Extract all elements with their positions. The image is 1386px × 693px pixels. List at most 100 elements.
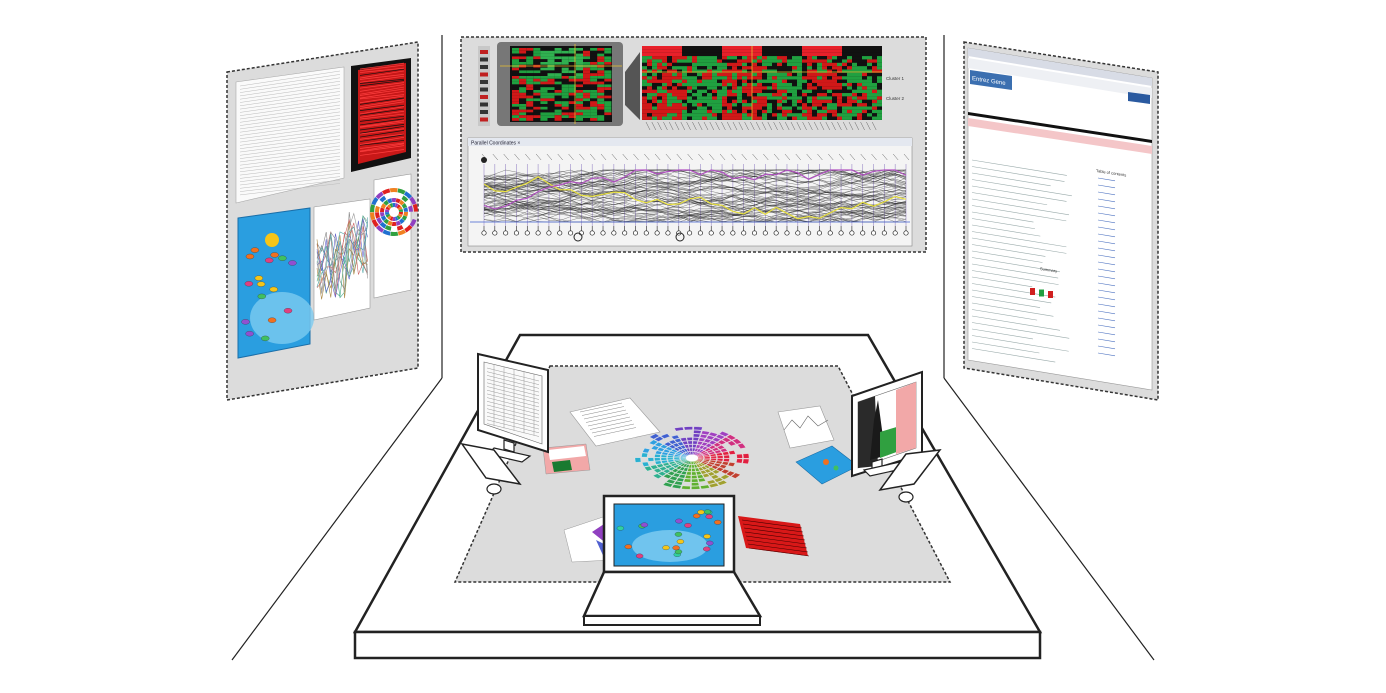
heatmap-cell xyxy=(561,118,569,121)
heatmap-cell xyxy=(877,93,882,97)
laptop-pathway-node xyxy=(676,539,685,544)
sunburst-segment xyxy=(663,449,671,453)
heatmap-cell xyxy=(547,48,555,51)
heatmap-cell xyxy=(767,113,772,117)
pc-axis-label-mark xyxy=(903,153,910,161)
heatmap-cell xyxy=(827,86,832,90)
doc-text-line xyxy=(589,420,633,430)
heatmap-cell xyxy=(647,59,652,63)
heatmap-cell xyxy=(862,66,867,70)
heatmap-cell xyxy=(717,72,722,77)
heatmap-cell xyxy=(568,118,576,121)
heatmap-cell xyxy=(742,59,747,63)
heatmap-cell xyxy=(867,62,872,67)
heatmap-cell xyxy=(837,79,842,83)
heatmap-cell xyxy=(568,70,576,74)
heatmap-cell xyxy=(597,92,605,96)
heatmap-cell xyxy=(707,56,712,60)
table-row-line xyxy=(239,179,341,192)
browser-text-line xyxy=(971,224,1041,237)
red-sheet-stripe xyxy=(743,527,805,537)
heatmap-cell xyxy=(677,116,682,120)
heatmap-cell xyxy=(575,59,583,62)
heatmap-cell xyxy=(767,46,772,50)
heatmap-cell xyxy=(540,84,548,88)
heatmap-cell xyxy=(575,98,583,102)
heatmap-cell xyxy=(762,86,767,90)
table-row-line xyxy=(239,172,341,186)
heatmap-cell xyxy=(792,69,797,73)
heatmap-cell xyxy=(526,118,534,121)
heatmap-cell xyxy=(568,59,576,62)
heatmap-cell xyxy=(742,56,747,60)
pc-axis-label-mark xyxy=(590,153,596,161)
browser-text-line xyxy=(971,192,1048,206)
pc-polyline xyxy=(483,188,907,209)
pc-axis-handle xyxy=(600,230,606,236)
heatmap-cell xyxy=(847,106,852,110)
sunburst-segment xyxy=(716,452,723,456)
heatmap-cell xyxy=(533,48,541,51)
chart-line xyxy=(316,235,368,300)
monitor-table-row xyxy=(486,419,540,434)
heatmap-cell xyxy=(877,59,882,63)
heatmap-cell xyxy=(672,116,677,120)
heatmap-stripe xyxy=(359,130,405,138)
heatmap-cell xyxy=(512,118,520,121)
heatmap-cell xyxy=(692,86,697,90)
pc-axis-handle xyxy=(622,230,628,236)
heatmap-cell xyxy=(707,52,712,57)
heatmap-cell xyxy=(652,103,657,107)
sunburst-segment xyxy=(708,432,718,437)
heatmap-cell xyxy=(554,92,562,96)
heatmap-cell xyxy=(604,106,612,110)
column-label-mark xyxy=(871,121,877,131)
heatmap-cell xyxy=(842,62,847,67)
heatmap-cell xyxy=(872,86,877,90)
heatmap-cell xyxy=(554,56,562,60)
column-label-mark xyxy=(680,121,686,131)
table-row-line xyxy=(239,155,341,169)
heatmap-cell xyxy=(752,56,757,60)
sunburst-segment xyxy=(728,450,736,455)
heatmap-cell xyxy=(519,56,527,60)
pc-axis-label-mark xyxy=(871,153,877,161)
heatmap-cell xyxy=(597,56,605,60)
sunburst-segment xyxy=(700,484,710,490)
browser-text-line xyxy=(971,315,1061,331)
heatmap-cell xyxy=(742,62,747,67)
heatmap-stripe xyxy=(359,84,405,92)
heatmap-cell xyxy=(807,46,812,50)
heatmap-cell xyxy=(575,62,583,65)
doc-text-line xyxy=(591,423,635,434)
sunburst-segment xyxy=(703,459,710,462)
heatmap-cell xyxy=(862,82,867,87)
heatmap-cell xyxy=(732,69,737,73)
heatmap-cell xyxy=(777,109,782,114)
browser-nav-link xyxy=(1097,317,1116,322)
heatmap-cell xyxy=(657,59,662,63)
heatmap-cell xyxy=(822,96,827,100)
heatmap-cell xyxy=(712,106,717,110)
monitor-table-row xyxy=(486,397,540,411)
heatmap-cell xyxy=(787,66,792,70)
heatmap-cell xyxy=(842,96,847,100)
laptop-pathway-node xyxy=(662,545,670,551)
column-label-mark xyxy=(663,121,668,131)
heatmap-cell xyxy=(852,116,857,120)
heatmap-cell xyxy=(722,109,727,114)
heatmap-cell xyxy=(687,103,692,107)
heatmap-cell xyxy=(712,99,717,104)
heatmap-cell xyxy=(842,86,847,90)
heatmap-cell xyxy=(540,112,548,116)
sunburst-segment xyxy=(390,231,399,236)
heatmap-cell xyxy=(742,66,747,70)
heatmap-cell xyxy=(857,86,862,90)
heatmap-cell xyxy=(583,56,591,60)
heatmap-cell xyxy=(667,52,672,57)
heatmap-cell xyxy=(797,62,802,67)
heatmap-cell xyxy=(687,52,692,57)
sunburst-segment xyxy=(682,441,688,445)
browser-text-line xyxy=(971,257,1060,273)
sunburst-segment xyxy=(408,205,413,212)
